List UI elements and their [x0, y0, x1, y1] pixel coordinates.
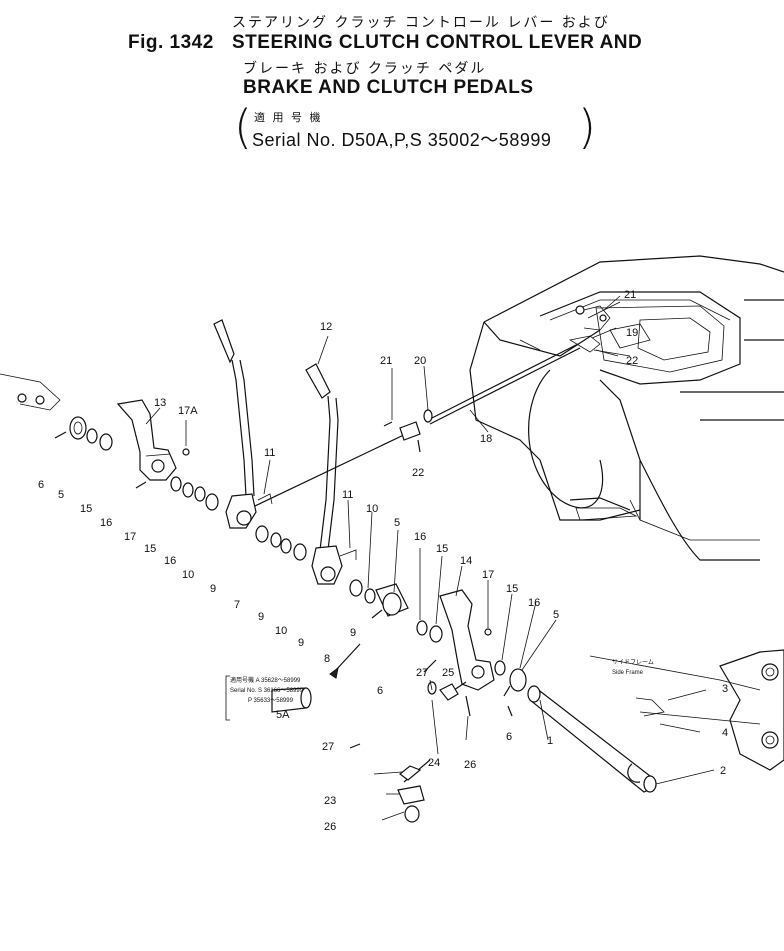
callout-17: 17 — [124, 531, 136, 543]
callout-17: 17 — [482, 569, 494, 581]
tractor-frame-drawing — [469, 255, 784, 561]
figure-number: Fig. 1342 — [128, 32, 214, 53]
callout-2: 2 — [720, 765, 726, 777]
callout-9: 9 — [350, 627, 356, 639]
side-frame-bracket — [589, 649, 784, 783]
close-parenthesis: ) — [578, 100, 596, 154]
inset-serial-note: 適用号機 A 35628～58999 Serial No. S 36166～58… — [225, 675, 304, 721]
callout-6: 6 — [506, 731, 512, 743]
callout-3: 3 — [722, 683, 728, 695]
callout-8: 8 — [324, 653, 330, 665]
callout-22: 22 — [626, 355, 638, 367]
callout-9: 9 — [258, 611, 264, 623]
callout-15: 15 — [436, 543, 448, 555]
callout-14: 14 — [460, 555, 472, 567]
callout-15: 15 — [506, 583, 518, 595]
clevis-cluster — [383, 409, 433, 453]
cross-shaft-line — [235, 431, 411, 516]
callout-27: 27 — [416, 667, 428, 679]
open-parenthesis: ( — [234, 100, 252, 154]
title-english-line-2: BRAKE AND CLUTCH PEDALS — [243, 77, 534, 98]
leader-lines — [145, 295, 715, 821]
callout-6: 6 — [377, 685, 383, 697]
serial-number-range: Serial No. D50A,P,S 35002～58999 — [252, 130, 552, 150]
callout-5: 5 — [394, 517, 400, 529]
inset-note-line-1: 適用号機 A 35628～58999 — [230, 676, 301, 684]
callout-6: 6 — [38, 479, 44, 491]
side-frame-label-en: Side Frame — [612, 670, 644, 676]
left-brake-pedal-group — [0, 373, 219, 511]
callout-5: 5 — [58, 489, 64, 501]
callout-11: 11 — [342, 489, 353, 501]
callout-15: 15 — [144, 543, 156, 555]
control-rod-assembly — [427, 301, 631, 425]
callout-18: 18 — [480, 433, 492, 445]
pedal-shaft — [494, 660, 657, 793]
right-brake-pedal — [439, 589, 495, 691]
callout-10: 10 — [275, 625, 287, 637]
callout-20: 20 — [414, 355, 426, 367]
callout-21: 21 — [380, 355, 392, 367]
callout-11: 11 — [264, 447, 275, 459]
title-japanese-line-1: ステアリング クラッチ コントロール レバー および — [232, 15, 610, 31]
callout-16: 16 — [528, 597, 540, 609]
callout-5: 5 — [553, 609, 559, 621]
callout-5a: 5A — [276, 709, 290, 721]
callout-9: 9 — [298, 637, 304, 649]
callout-16: 16 — [164, 555, 176, 567]
callout-26: 26 — [464, 759, 476, 771]
callout-27: 27 — [322, 741, 334, 753]
callout-16: 16 — [100, 517, 112, 529]
side-frame-label: サイドフレーム Side Frame — [612, 659, 654, 676]
part-5a-inset — [271, 643, 361, 713]
side-frame-label-jp: サイドフレーム — [612, 659, 654, 666]
callout-10: 10 — [366, 503, 378, 515]
callout-4: 4 — [722, 727, 728, 739]
callout-12: 12 — [320, 321, 332, 333]
callout-1: 1 — [547, 735, 553, 747]
callout-25: 25 — [442, 667, 454, 679]
callout-19: 19 — [626, 327, 638, 339]
callout-9: 9 — [210, 583, 216, 595]
inset-note-line-2: Serial No. S 36166～58999 — [230, 688, 304, 694]
callout-24: 24 — [428, 757, 440, 769]
steering-lever-left — [213, 319, 273, 529]
title-japanese-line-2: ブレーキ および クラッチ ペダル — [243, 61, 487, 77]
callout-26: 26 — [324, 821, 336, 833]
callout-15: 15 — [80, 503, 92, 515]
callout-23: 23 — [324, 795, 336, 807]
callout-labels: 1 2 3 4 5 5 5 6 6 6 7 8 9 9 9 9 10 10 10… — [38, 289, 728, 833]
callout-13: 13 — [154, 397, 166, 409]
callout-7: 7 — [234, 599, 240, 611]
callout-17a: 17A — [178, 405, 198, 417]
callout-21: 21 — [624, 289, 636, 301]
right-washer-group — [349, 579, 443, 643]
steering-lever-right — [305, 363, 357, 585]
center-washer-group — [255, 525, 307, 561]
serial-label-japanese: 適 用 号 機 — [254, 111, 323, 124]
inset-note-line-3: P 35633～58999 — [248, 698, 294, 704]
title-english-line-1: STEERING CLUTCH CONTROL LEVER AND — [232, 32, 643, 53]
callout-10: 10 — [182, 569, 194, 581]
callout-22: 22 — [412, 467, 424, 479]
callout-16: 16 — [414, 531, 426, 543]
